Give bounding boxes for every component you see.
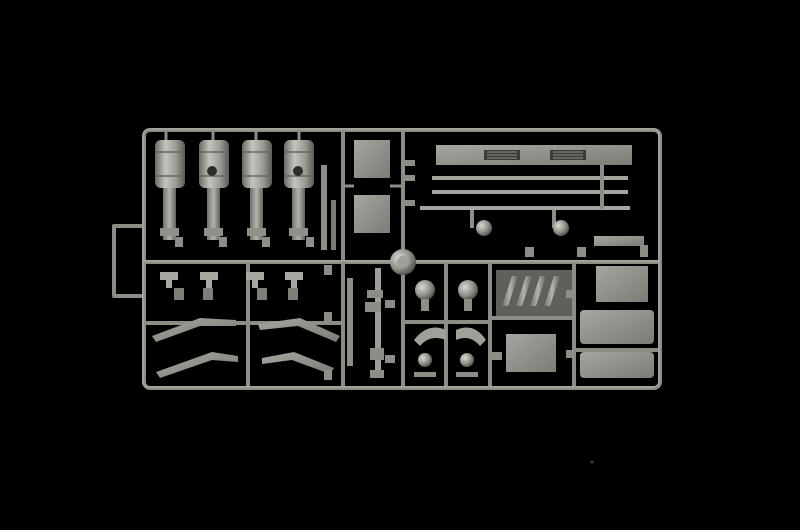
louvre-and-plate-parts: [492, 266, 654, 378]
cylinder-part: [199, 130, 229, 240]
long-rail-parts: [405, 145, 648, 257]
dust-speck: [590, 460, 594, 464]
cylinder-part: [242, 130, 272, 240]
cylinder-part: [284, 130, 314, 240]
small-parts-middle: [365, 268, 486, 378]
panel-parts-top: [343, 140, 416, 275]
cylinder-part: [155, 130, 185, 240]
engine-cylinder-parts: [155, 130, 336, 250]
grille-detail: [487, 151, 583, 159]
bracket-parts: [152, 265, 353, 380]
